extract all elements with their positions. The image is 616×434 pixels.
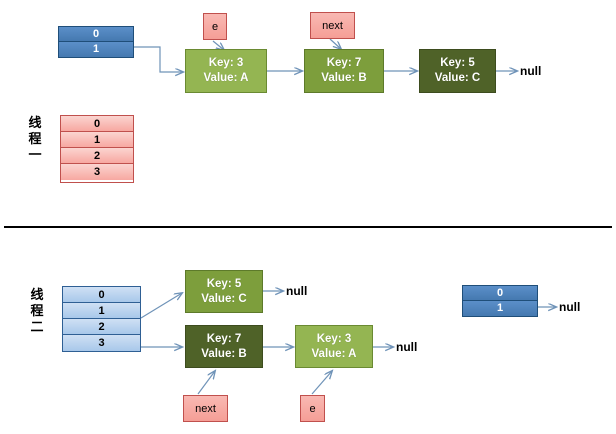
table-row[interactable]: 1: [63, 303, 140, 319]
top-new-table[interactable]: 0 1 2 3: [60, 115, 134, 183]
table-row[interactable]: 2: [63, 319, 140, 335]
node-key: Key: 5: [440, 57, 475, 69]
node-key: Key: 7: [326, 57, 362, 69]
node-value: Value: C: [201, 292, 247, 305]
table-row[interactable]: 3: [61, 164, 133, 180]
bottom-old-table[interactable]: 0 1: [462, 285, 538, 317]
top-node-key7[interactable]: Key: 7 Value: B: [304, 49, 384, 93]
node-value: Value: A: [203, 72, 249, 84]
bottom-null-label-3: null: [559, 300, 581, 314]
thread-label-char: 程: [30, 304, 44, 319]
top-node-key3[interactable]: Key: 3 Value: A: [185, 49, 267, 93]
table-row[interactable]: 1: [61, 132, 133, 148]
bottom-pointer-e[interactable]: e: [300, 395, 325, 422]
table-row[interactable]: 0: [63, 287, 140, 303]
table-row[interactable]: 0: [61, 116, 133, 132]
top-thread-label: 线 程 一: [26, 116, 44, 164]
top-old-table[interactable]: 0 1: [58, 26, 134, 58]
arrow-bottom-e-to-node3: [311, 371, 332, 395]
top-pointer-e[interactable]: e: [203, 13, 227, 40]
top-null-label: null: [520, 64, 542, 78]
thread-label-char: 程: [28, 132, 42, 147]
thread-label-char: 线: [30, 288, 44, 303]
thread-label-char: 一: [28, 148, 42, 163]
node-key: Key: 3: [316, 332, 352, 345]
node-key: Key: 3: [208, 57, 244, 69]
table-row[interactable]: 2: [61, 148, 133, 164]
node-value: Value: B: [201, 347, 247, 360]
table-row[interactable]: 1: [463, 301, 537, 316]
thread-label-char: 线: [28, 116, 42, 131]
thread-label-char: 二: [30, 320, 44, 335]
pointer-label: next: [322, 19, 343, 32]
node-value: Value: C: [434, 72, 481, 84]
node-value: Value: B: [321, 72, 367, 84]
arrow-bottom-table-to-node5: [140, 293, 182, 319]
arrow-top-next-to-node7: [329, 38, 341, 49]
bottom-node-key5[interactable]: Key: 5 Value: C: [185, 270, 263, 313]
pointer-label: e: [211, 20, 219, 33]
pointer-label: next: [195, 402, 216, 415]
top-node-key5[interactable]: Key: 5 Value: C: [419, 49, 496, 93]
node-key: Key: 7: [206, 332, 242, 345]
node-key: Key: 5: [206, 277, 242, 290]
bottom-null-label-2: null: [396, 340, 418, 354]
bottom-node-key7[interactable]: Key: 7 Value: B: [185, 325, 263, 368]
section-divider: [4, 226, 612, 228]
arrow-top-table-to-node3: [134, 46, 183, 72]
arrow-bottom-next-to-node7: [197, 371, 215, 395]
bottom-pointer-next[interactable]: next: [183, 395, 228, 422]
table-row[interactable]: 0: [59, 27, 133, 42]
top-pointer-next[interactable]: next: [310, 12, 355, 39]
bottom-new-table[interactable]: 0 1 2 3: [62, 286, 141, 352]
bottom-thread-label: 线 程 二: [28, 288, 46, 336]
bottom-null-label-1: null: [286, 284, 308, 298]
table-row[interactable]: 3: [63, 335, 140, 351]
pointer-label: e: [309, 402, 316, 415]
node-value: Value: A: [311, 347, 357, 360]
table-row[interactable]: 1: [59, 42, 133, 57]
bottom-node-key3[interactable]: Key: 3 Value: A: [295, 325, 373, 368]
table-row[interactable]: 0: [463, 286, 537, 301]
